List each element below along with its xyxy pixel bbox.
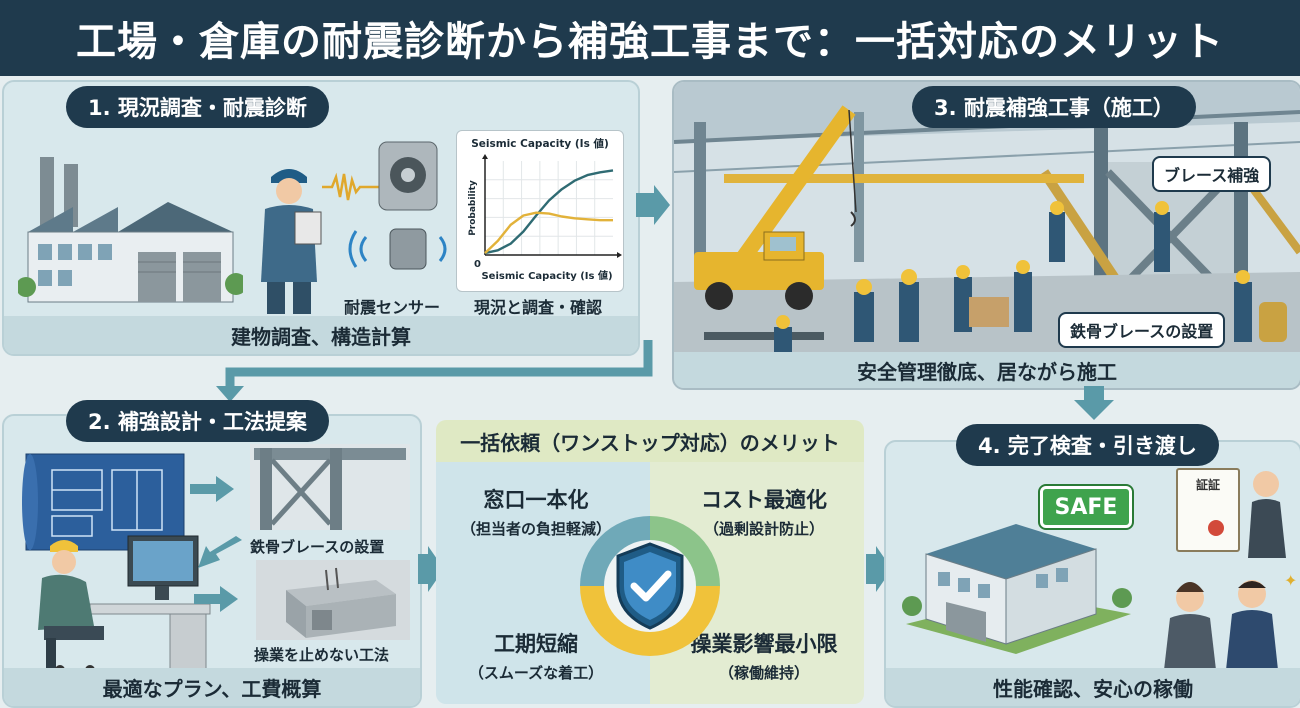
safe-sign: SAFE [1040, 486, 1132, 528]
merits-heading: 一括依頼（ワンストップ対応）のメリット [436, 420, 864, 462]
construction-scene [674, 82, 1300, 352]
svg-text:✦: ✦ [1284, 571, 1296, 590]
step4-caption: 性能確認、安心の稼働 [886, 668, 1300, 706]
step4-heading: 4. 完了検査・引き渡し [956, 424, 1219, 466]
certificate-icon: 証証 [1176, 468, 1240, 552]
merit-item-sub: （稼働維持） [718, 664, 809, 682]
concrete-method-icon [256, 560, 410, 640]
merit-item-sub: （担当者の負担軽減） [460, 520, 611, 538]
certificate-text: 証証 [1195, 478, 1220, 492]
arrow-merits-to-step4 [866, 546, 892, 592]
safe-sign-text: SAFE [1054, 494, 1118, 520]
merit-item-3: 工期短縮 （スムーズな着工） [436, 628, 636, 683]
step4-panel: SAFE 証証 ✦ 性能確認、安心の稼働 [884, 440, 1300, 708]
merit-item-1: 窓口一本化 （担当者の負担軽減） [436, 484, 636, 539]
seismic-wave-icon [322, 172, 380, 201]
seismic-chart: Seismic Capacity (Is 値) Seismic Capacity … [468, 137, 622, 282]
arrow-step3-to-step2 [216, 340, 653, 402]
chart-label: 現況と調査・確認 [474, 298, 603, 317]
merit-item-title: 操業影響最小限 [690, 632, 838, 656]
merits-panel: 一括依頼（ワンストップ対応）のメリット 窓口一本化 （担当者の負担軽減） コスト… [436, 420, 864, 704]
computer-icon [38, 535, 211, 675]
chart-x-label: Seismic Capacity (Is 値) [481, 269, 612, 282]
step2-heading: 2. 補強設計・工法提案 [66, 400, 329, 442]
merit-item-sub: （スムーズな着工） [468, 664, 604, 682]
merit-item-4: 操業影響最小限 （稼働維持） [664, 628, 864, 683]
chart-series-line-1 [484, 169, 614, 255]
step2-caption: 最適なプラン、工費概算 [4, 668, 420, 706]
chart-title: Seismic Capacity (Is 値) [471, 137, 609, 150]
step2-panel: 鉄骨ブレースの設置 操業を止めない工法 最適なプラン、工費概算 [2, 414, 422, 708]
method-label: 操業を止めない工法 [254, 646, 390, 664]
factory-icon [18, 157, 243, 303]
blueprint-icon [22, 453, 185, 551]
warehouse-icon [902, 524, 1132, 654]
chart-y-label: Probability [468, 180, 478, 236]
merit-item-2: コスト最適化 （過剰設計防止） [664, 484, 864, 539]
merit-item-title: コスト最適化 [701, 488, 827, 512]
step3-panel: ブレース補強 鉄骨ブレースの設置 安全管理徹底、居ながら施工 [672, 80, 1300, 390]
step1-heading: 1. 現況調査・耐震診断 [66, 86, 329, 128]
sensor-label: 耐震センサー [344, 298, 441, 317]
merit-item-title: 工期短縮 [494, 632, 578, 656]
chart-card: Seismic Capacity (Is 値) Seismic Capacity … [456, 130, 624, 292]
shield-check-icon [580, 516, 720, 656]
brace-label: 鉄骨ブレースの設置 [250, 538, 385, 556]
merit-item-title: 窓口一本化 [483, 488, 589, 512]
people-icon: ✦ [1164, 471, 1296, 670]
step3-caption: 安全管理徹底、居ながら施工 [674, 352, 1300, 388]
chart-x-arrowhead [617, 252, 622, 258]
arrow-step3-to-step4 [1074, 386, 1114, 420]
chart-origin-label: 0 [474, 259, 481, 270]
callout-brace-reinforcement: ブレース補強 [1152, 156, 1272, 192]
arrow-blueprint-to-brace [190, 476, 234, 502]
inspector-icon [261, 169, 322, 314]
sensor-icon [348, 141, 447, 270]
arrow-step1-to-step3 [636, 185, 670, 225]
page-title: 工場・倉庫の耐震診断から補強工事まで：一括対応のメリット [0, 0, 1300, 76]
beam-icon [250, 444, 410, 530]
chart-series-line-2 [484, 211, 613, 254]
step1-caption: 建物調査、構造計算 [4, 316, 638, 354]
arrow-computer-to-method [194, 586, 238, 612]
arrow-step2-to-merits [418, 546, 444, 592]
merit-item-sub: （過剰設計防止） [703, 520, 824, 538]
step3-heading: 3. 耐震補強工事（施工） [912, 86, 1196, 128]
chart-y-arrowhead [482, 154, 488, 159]
step1-panel: 耐震センサー Seismic Capacity (Is 値)Seismic Ca… [2, 80, 640, 356]
callout-brace-installation: 鉄骨ブレースの設置 [1058, 312, 1226, 348]
arrow-brace-to-computer [198, 536, 242, 568]
